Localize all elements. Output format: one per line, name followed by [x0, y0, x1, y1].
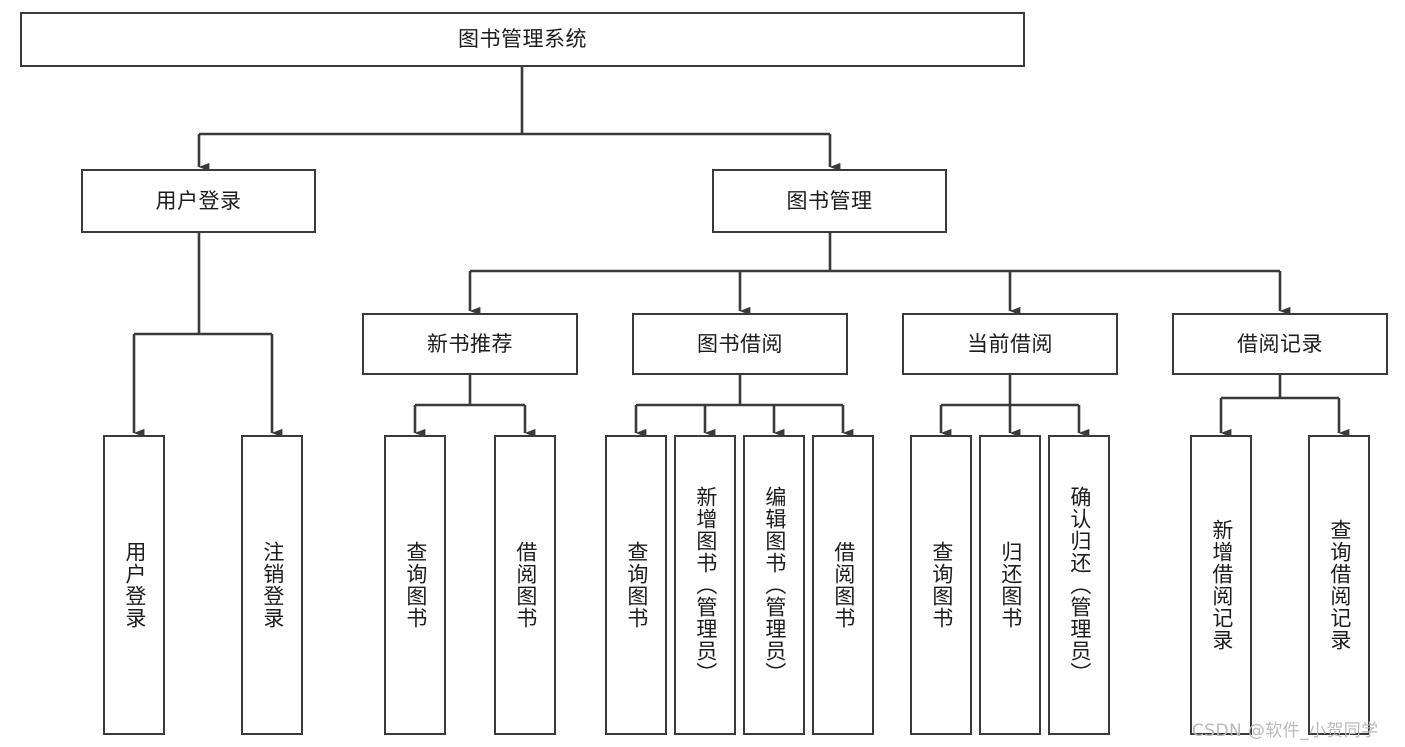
leaf-user-logout-label: 注销登录 — [260, 541, 285, 629]
leaf-query-record-label: 查询借阅记录 — [1327, 519, 1352, 651]
leaf-confirm-return-label: 确认归还（管理员） — [1067, 486, 1092, 684]
leaf-confirm-return[interactable]: 确认归还（管理员） — [1048, 435, 1110, 735]
leaf-add-book[interactable]: 新增图书（管理员） — [674, 435, 736, 735]
leaf-query-book-1[interactable]: 查询图书 — [384, 435, 446, 735]
leaf-user-login[interactable]: 用户登录 — [103, 435, 165, 735]
node-user-login-label: 用户登录 — [155, 188, 242, 213]
leaf-query-record[interactable]: 查询借阅记录 — [1308, 435, 1370, 735]
leaf-query-book-1-label: 查询图书 — [403, 541, 428, 629]
leaf-add-book-label: 新增图书（管理员） — [693, 486, 718, 684]
node-new-book-recommend-label: 新书推荐 — [427, 331, 513, 356]
node-book-manage[interactable]: 图书管理 — [712, 169, 947, 233]
leaf-user-login-label: 用户登录 — [122, 541, 147, 629]
leaf-edit-book-label: 编辑图书（管理员） — [762, 486, 787, 684]
node-user-login[interactable]: 用户登录 — [81, 169, 316, 233]
node-book-borrow-label: 图书借阅 — [697, 331, 783, 356]
leaf-user-logout[interactable]: 注销登录 — [241, 435, 303, 735]
leaf-add-record[interactable]: 新增借阅记录 — [1190, 435, 1252, 735]
leaf-return-book-label: 归还图书 — [998, 541, 1023, 629]
node-new-book-recommend[interactable]: 新书推荐 — [362, 313, 578, 375]
leaf-borrow-book-2-label: 借阅图书 — [831, 541, 856, 629]
node-current-borrow[interactable]: 当前借阅 — [902, 313, 1118, 375]
leaf-add-record-label: 新增借阅记录 — [1209, 519, 1234, 651]
leaf-return-book[interactable]: 归还图书 — [979, 435, 1041, 735]
node-current-borrow-label: 当前借阅 — [967, 331, 1053, 356]
leaf-query-book-3[interactable]: 查询图书 — [910, 435, 972, 735]
node-borrow-record[interactable]: 借阅记录 — [1172, 313, 1388, 375]
node-book-borrow[interactable]: 图书借阅 — [632, 313, 848, 375]
node-root-label: 图书管理系统 — [458, 27, 587, 52]
node-book-manage-label: 图书管理 — [786, 188, 873, 213]
leaf-query-book-3-label: 查询图书 — [929, 541, 954, 629]
leaf-query-book-2-label: 查询图书 — [624, 541, 649, 629]
leaf-query-book-2[interactable]: 查询图书 — [605, 435, 667, 735]
leaf-edit-book[interactable]: 编辑图书（管理员） — [743, 435, 805, 735]
leaf-borrow-book-1-label: 借阅图书 — [513, 541, 538, 629]
leaf-borrow-book-1[interactable]: 借阅图书 — [494, 435, 556, 735]
node-borrow-record-label: 借阅记录 — [1237, 331, 1323, 356]
leaf-borrow-book-2[interactable]: 借阅图书 — [812, 435, 874, 735]
node-root[interactable]: 图书管理系统 — [20, 12, 1025, 67]
